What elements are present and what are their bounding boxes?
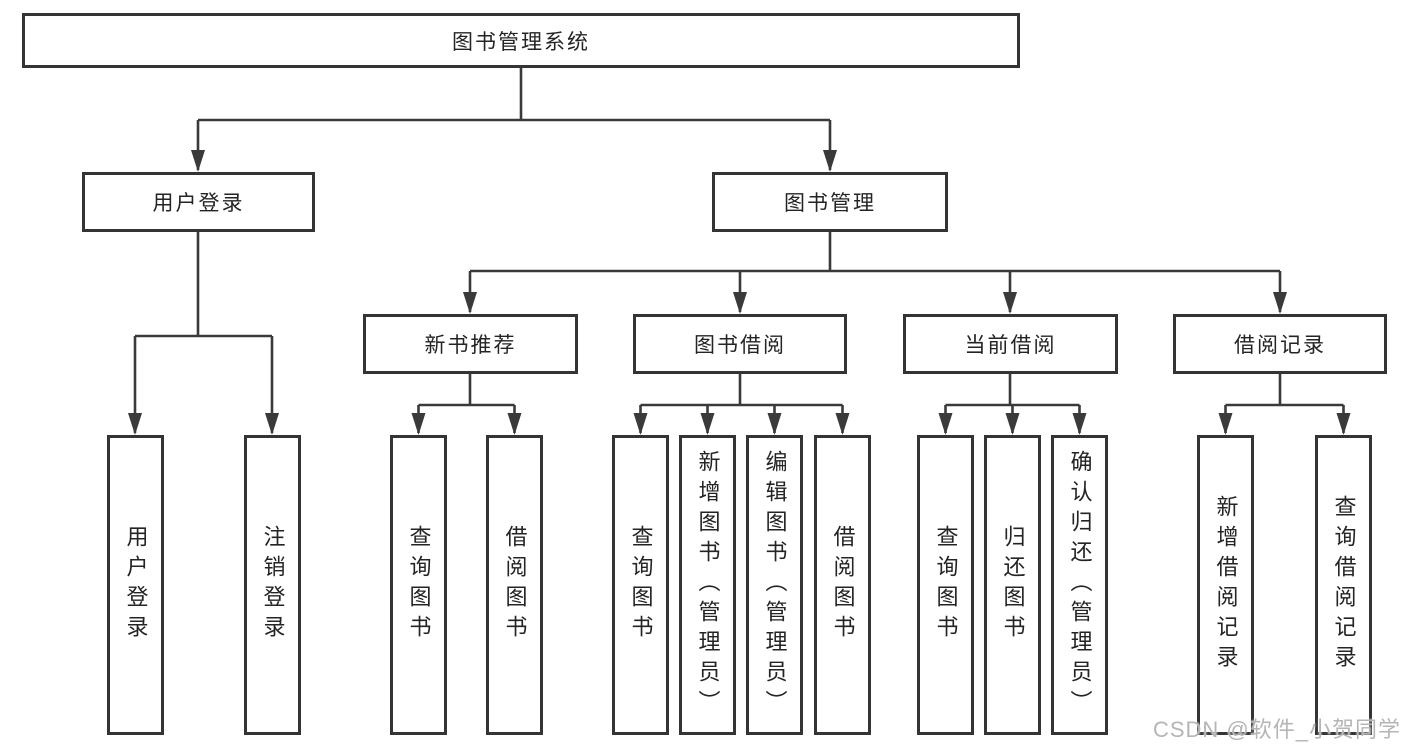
leaf-label: 新增图书（管理员）: [695, 450, 721, 720]
connector-borrow-records-to-leaves: [1224, 374, 1345, 433]
leaf-query-books-borrow: 查询图书: [612, 435, 669, 735]
leaf-edit-books-admin: 编辑图书（管理员）: [746, 435, 803, 735]
leaf-add-borrow-record: 新增借阅记录: [1197, 435, 1254, 735]
connector-book-management-to-level3: [468, 232, 1282, 312]
arrow-down-icon: [411, 413, 426, 435]
node-library-management-system: 图书管理系统: [22, 13, 1020, 68]
leaf-user-login: 用户登录: [107, 435, 164, 735]
leaf-label: 借阅图书: [502, 525, 528, 645]
connector-user-login-to-leaves: [133, 232, 274, 433]
node-label: 新书推荐: [424, 334, 517, 357]
leaf-label: 归还图书: [1000, 525, 1026, 645]
arrow-down-icon: [633, 413, 648, 435]
node-label: 借阅记录: [1234, 334, 1326, 357]
leaf-logout: 注销登录: [244, 435, 301, 735]
node-label: 图书管理系统: [452, 30, 590, 54]
leaf-return-books: 归还图书: [984, 435, 1041, 735]
leaf-label: 编辑图书（管理员）: [762, 450, 788, 720]
node-book-management: 图书管理: [712, 172, 948, 232]
arrow-down-icon: [1218, 413, 1233, 435]
arrow-down-icon: [767, 413, 782, 435]
node-user-login: 用户登录: [82, 172, 315, 232]
arrow-down-icon: [823, 150, 837, 172]
arrow-down-icon: [733, 292, 747, 314]
arrow-down-icon: [938, 413, 953, 435]
arrow-down-icon: [1336, 413, 1351, 435]
arrow-down-icon: [1005, 413, 1020, 435]
leaf-query-books-current: 查询图书: [917, 435, 974, 735]
connector-book-borrow-to-leaves: [639, 374, 844, 433]
arrow-down-icon: [507, 413, 522, 435]
leaf-label: 查询图书: [628, 525, 654, 645]
leaf-label: 借阅图书: [830, 525, 856, 645]
leaf-add-books-admin: 新增图书（管理员）: [679, 435, 736, 735]
csdn-watermark: CSDN @软件_小贺同学: [1152, 717, 1401, 742]
leaf-label: 查询图书: [406, 525, 432, 645]
arrow-down-icon: [463, 292, 477, 314]
node-label: 用户登录: [152, 192, 245, 215]
node-borrowing-records: 借阅记录: [1173, 314, 1387, 374]
leaf-label: 查询图书: [933, 525, 959, 645]
leaf-label: 确认归还（管理员）: [1067, 450, 1093, 720]
leaf-label: 新增借阅记录: [1213, 495, 1239, 675]
leaf-label: 注销登录: [260, 525, 286, 645]
arrow-down-icon: [835, 413, 850, 435]
node-label: 图书借阅: [694, 334, 786, 357]
node-book-borrowing: 图书借阅: [633, 314, 847, 374]
node-label: 图书管理: [784, 192, 876, 215]
arrow-down-icon: [1072, 413, 1087, 435]
arrow-down-icon: [1003, 292, 1017, 314]
leaf-borrow-books: 借阅图书: [814, 435, 871, 735]
node-new-book-recommendation: 新书推荐: [363, 314, 578, 374]
arrow-down-icon: [128, 413, 142, 435]
node-label: 当前借阅: [964, 334, 1057, 357]
arrow-down-icon: [700, 413, 715, 435]
connector-new-book-to-leaves: [417, 374, 516, 433]
arrow-down-icon: [191, 150, 205, 172]
leaf-query-borrow-record: 查询借阅记录: [1315, 435, 1372, 735]
connector-root-to-level2: [196, 68, 832, 170]
leaf-label: 查询借阅记录: [1331, 495, 1357, 675]
leaf-label: 用户登录: [123, 525, 149, 645]
node-current-borrowing: 当前借阅: [903, 314, 1118, 374]
arrow-down-icon: [1273, 292, 1287, 314]
arrow-down-icon: [265, 413, 279, 435]
leaf-borrow-books-recommend: 借阅图书: [486, 435, 543, 735]
leaf-confirm-return-admin: 确认归还（管理员）: [1051, 435, 1108, 735]
leaf-query-books-recommend: 查询图书: [390, 435, 447, 735]
